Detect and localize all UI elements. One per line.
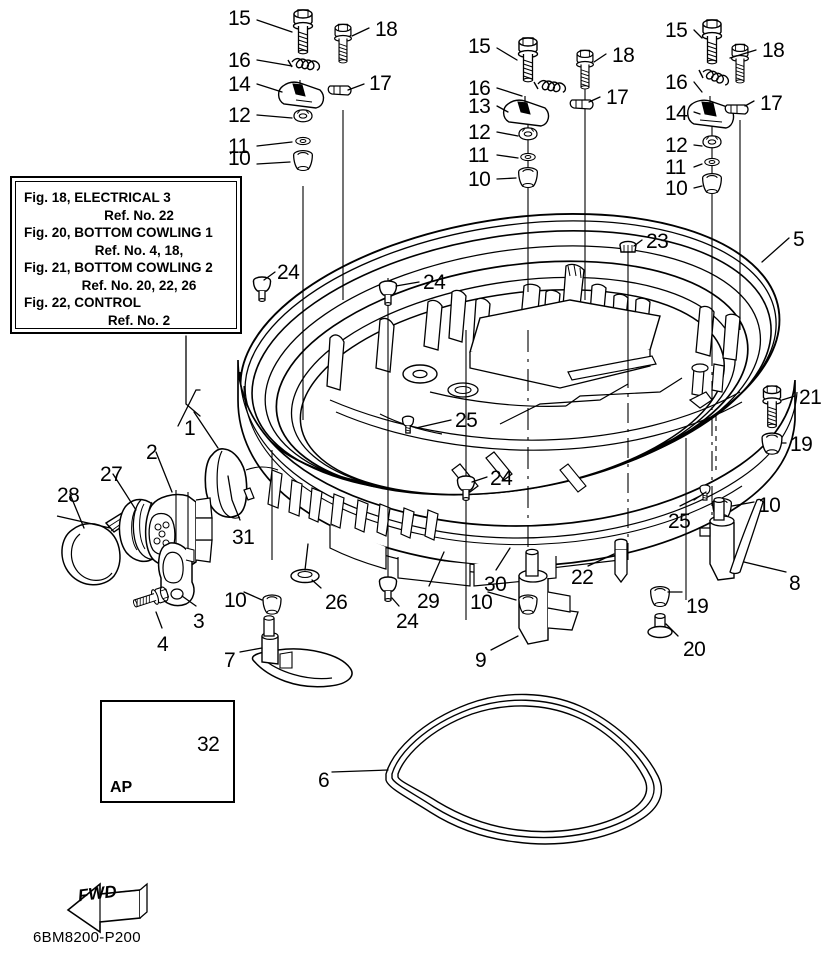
callout-number: 11 bbox=[228, 135, 249, 158]
callout-number: 8 bbox=[789, 572, 801, 595]
callout-number: 16 bbox=[228, 49, 251, 72]
callout-number: 10 bbox=[470, 591, 493, 614]
callout-number: 10 bbox=[224, 589, 247, 612]
callout-number: 17 bbox=[760, 92, 783, 115]
callout-number: 24 bbox=[423, 271, 446, 294]
callout-number: 32 bbox=[197, 733, 220, 756]
callout-number: 11 bbox=[665, 156, 686, 179]
ref-line: Fig. 22, CONTROL bbox=[24, 295, 142, 310]
callout-number: 16 bbox=[665, 71, 688, 94]
callout-number: 7 bbox=[224, 649, 236, 672]
ref-line: Fig. 21, BOTTOM COWLING 2 bbox=[24, 260, 213, 275]
callout-number: 18 bbox=[612, 44, 635, 67]
ref-line: Ref. No. 20, 22, 26 bbox=[81, 277, 197, 293]
callout-number: 6 bbox=[318, 769, 330, 792]
callout-number: 10 bbox=[228, 147, 251, 170]
callout-number: 18 bbox=[762, 39, 785, 62]
callout-number: 15 bbox=[228, 7, 251, 30]
callout-number: 12 bbox=[228, 104, 251, 127]
ref-line: Ref. No. 2 bbox=[107, 312, 171, 328]
callout-number: 23 bbox=[646, 230, 669, 253]
callout-number: 12 bbox=[665, 134, 688, 157]
callout-number: 25 bbox=[668, 510, 691, 533]
ref-line: Fig. 20, BOTTOM COWLING 1 bbox=[24, 225, 213, 240]
callout-number: 9 bbox=[475, 649, 487, 672]
callout-number: 24 bbox=[277, 261, 300, 284]
callout-number: 2 bbox=[146, 441, 158, 464]
drawing-part-number: 6BM8200-P200 bbox=[33, 929, 141, 946]
callout-number: 25 bbox=[455, 409, 478, 432]
callout-number: 12 bbox=[468, 121, 491, 144]
callout-number: 26 bbox=[325, 591, 348, 614]
callout-number: 30 bbox=[484, 573, 507, 596]
callout-number: 11 bbox=[468, 144, 489, 167]
callout-number: 24 bbox=[396, 610, 419, 633]
reference-note-box: Fig. 18, ELECTRICAL 3 Ref. No. 22 Fig. 2… bbox=[10, 176, 242, 334]
callout-number: 29 bbox=[417, 590, 440, 613]
callout-number: 22 bbox=[571, 566, 594, 589]
callout-number: 18 bbox=[375, 18, 398, 41]
callout-number: 14 bbox=[228, 73, 251, 96]
callout-number: 20 bbox=[683, 638, 706, 661]
callout-number: 10 bbox=[468, 168, 491, 191]
callout-number: 28 bbox=[57, 484, 80, 507]
ref-line: Fig. 18, ELECTRICAL 3 bbox=[24, 190, 171, 205]
callout-number: 19 bbox=[686, 595, 709, 618]
callout-number: 10 bbox=[758, 494, 781, 517]
callout-number: 21 bbox=[799, 386, 822, 409]
ap-inset-box: AP bbox=[100, 700, 235, 803]
reference-note-inner: Fig. 18, ELECTRICAL 3 Ref. No. 22 Fig. 2… bbox=[15, 181, 237, 329]
callout-number: 17 bbox=[606, 86, 629, 109]
callout-number: 16 bbox=[468, 77, 491, 100]
callout-number: 19 bbox=[790, 433, 813, 456]
callout-number: 3 bbox=[193, 610, 205, 633]
callout-number: 14 bbox=[665, 102, 688, 125]
ref-line: Ref. No. 22 bbox=[104, 207, 174, 223]
callout-number: 31 bbox=[232, 526, 255, 549]
callout-number: 17 bbox=[369, 72, 392, 95]
callout-number: 15 bbox=[665, 19, 688, 42]
callout-number: 27 bbox=[100, 463, 123, 486]
callout-number: 24 bbox=[490, 467, 513, 490]
callout-number: 4 bbox=[157, 633, 169, 656]
callout-number: 15 bbox=[468, 35, 491, 58]
ap-inset-label: AP bbox=[110, 779, 133, 796]
callout-number: 13 bbox=[468, 95, 491, 118]
ref-line: Ref. No. 4, 18, bbox=[94, 242, 184, 258]
callout-number: 1 bbox=[184, 417, 196, 440]
callout-number: 10 bbox=[665, 177, 688, 200]
callout-number: 5 bbox=[793, 228, 805, 251]
